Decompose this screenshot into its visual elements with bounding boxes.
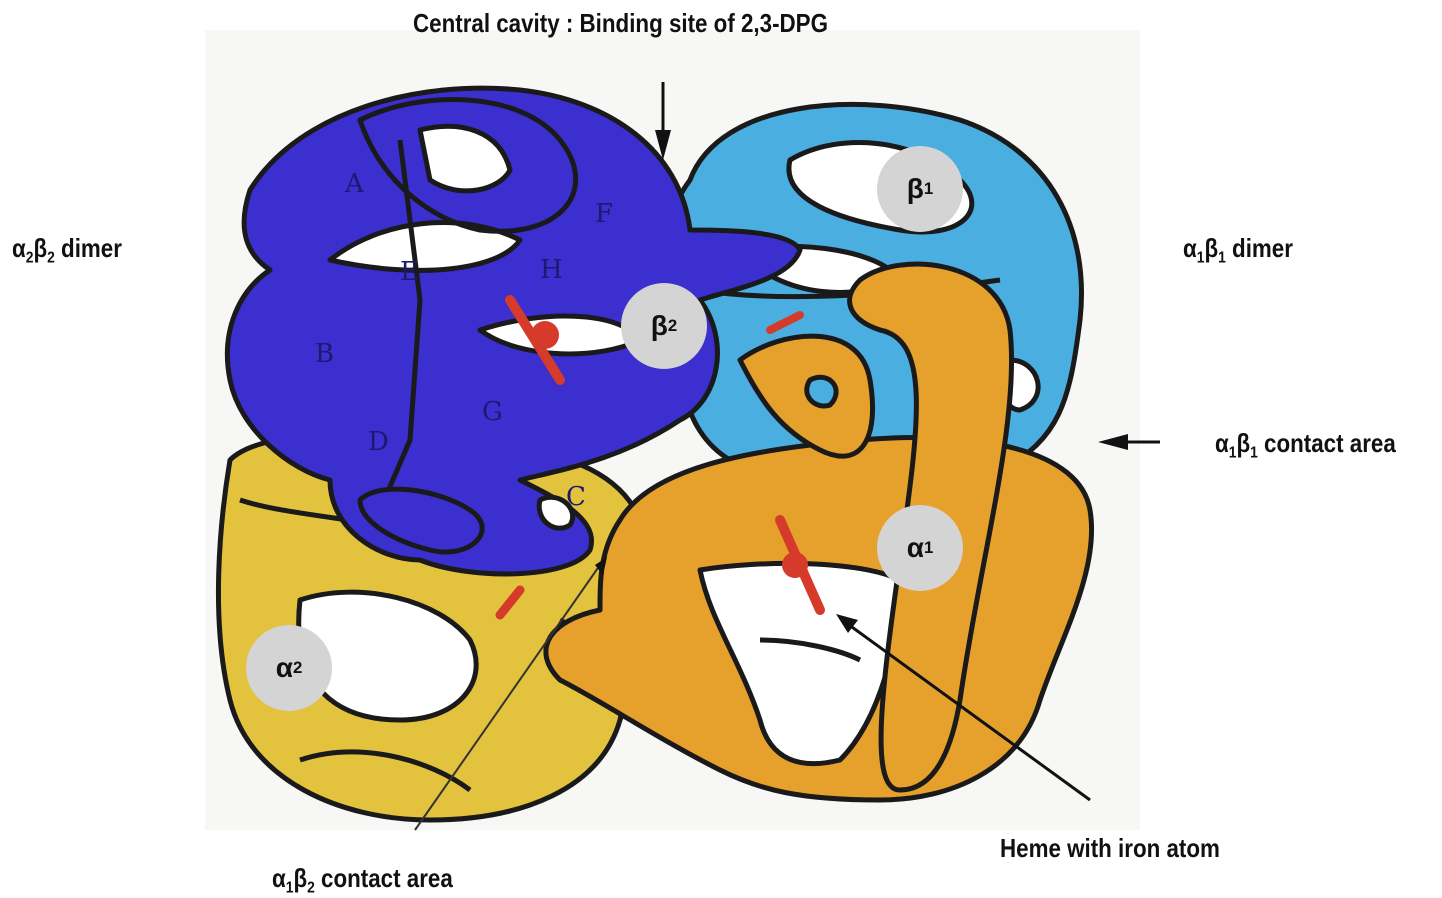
alpha1-beta1-dimer-label: α1β1 dimer <box>1183 233 1293 268</box>
alpha1-beta1-contact-label: α1β1 contact area <box>1215 428 1396 463</box>
helix-label: C <box>566 482 586 512</box>
alpha1-beta2-contact-label: α1β2 contact area <box>272 863 453 898</box>
helix-label: F <box>595 199 613 229</box>
helix-label: H <box>540 255 563 285</box>
helix-label: G <box>482 397 503 427</box>
heme-label: Heme with iron atom <box>1000 833 1220 864</box>
alpha2-beta2-dimer-label: α2β2 dimer <box>12 233 122 268</box>
helix-label: E <box>400 257 419 287</box>
helix-label: D <box>368 427 389 457</box>
helix-label: B <box>315 339 334 369</box>
helix-label: A <box>344 169 365 199</box>
central-cavity-label: Central cavity : Binding site of 2,3-DPG <box>413 8 828 39</box>
